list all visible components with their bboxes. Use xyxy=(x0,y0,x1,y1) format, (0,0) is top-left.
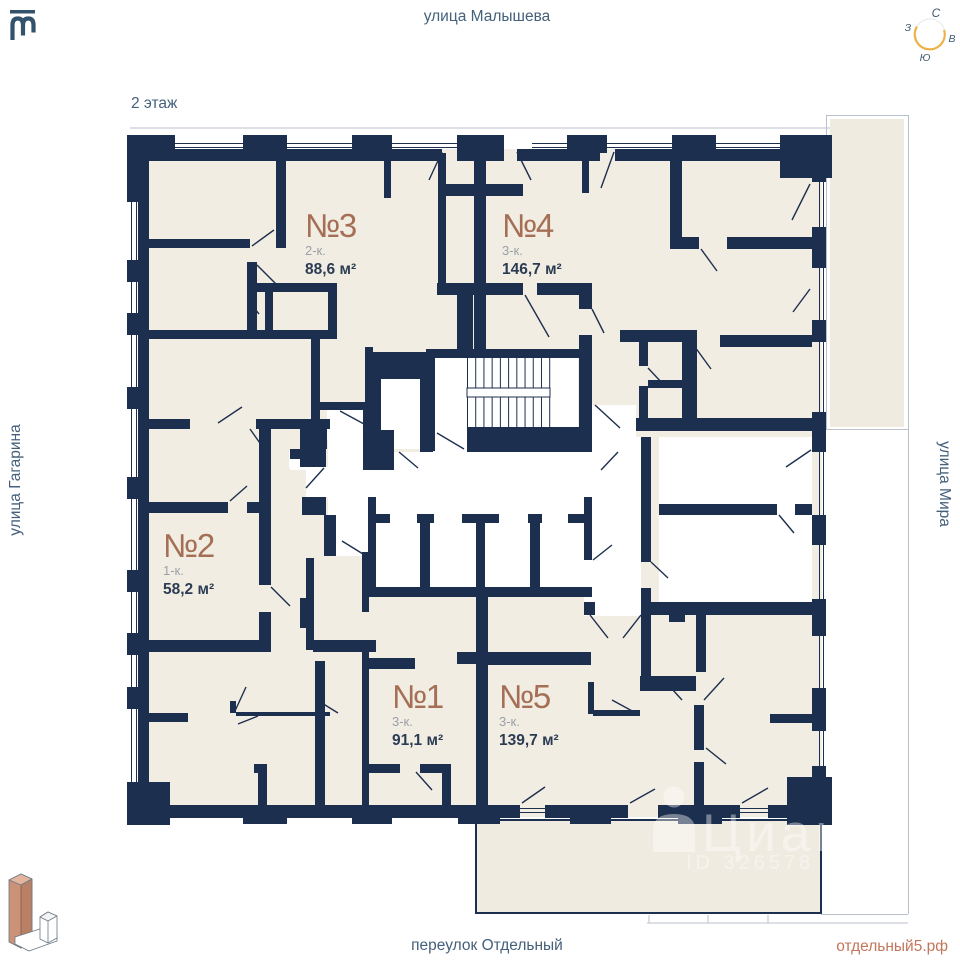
svg-text:58,2 м²: 58,2 м² xyxy=(163,581,214,598)
svg-text:переулок Отдельный: переулок Отдельный xyxy=(411,937,563,954)
svg-text:2 этаж: 2 этаж xyxy=(131,95,178,112)
svg-text:№5: №5 xyxy=(499,678,550,715)
svg-text:Ю: Ю xyxy=(920,52,931,64)
svg-text:1-к.: 1-к. xyxy=(163,563,184,578)
svg-text:улица Малышева: улица Малышева xyxy=(424,8,551,25)
svg-text:88,6 м²: 88,6 м² xyxy=(305,261,356,278)
svg-text:3-к.: 3-к. xyxy=(392,714,413,729)
svg-text:91,1 м²: 91,1 м² xyxy=(392,732,443,749)
svg-text:139,7 м²: 139,7 м² xyxy=(499,732,559,749)
svg-text:З: З xyxy=(905,22,912,34)
svg-text:3-к.: 3-к. xyxy=(499,714,520,729)
svg-text:№4: №4 xyxy=(502,207,554,244)
svg-text:улица Гагарина: улица Гагарина xyxy=(7,424,24,536)
svg-text:№3: №3 xyxy=(305,207,356,244)
svg-text:3-к.: 3-к. xyxy=(502,243,523,258)
svg-text:№1: №1 xyxy=(392,678,443,715)
svg-text:Циан: Циан xyxy=(702,804,850,863)
svg-text:146,7 м²: 146,7 м² xyxy=(502,261,562,278)
svg-text:ID 326578: ID 326578 xyxy=(686,852,814,874)
svg-text:В: В xyxy=(948,33,955,45)
svg-text:отдельный5.рф: отдельный5.рф xyxy=(836,938,948,955)
svg-text:№2: №2 xyxy=(163,527,214,564)
svg-text:С: С xyxy=(932,6,941,20)
svg-text:2-к.: 2-к. xyxy=(305,243,326,258)
svg-text:улица Мира: улица Мира xyxy=(936,441,953,527)
